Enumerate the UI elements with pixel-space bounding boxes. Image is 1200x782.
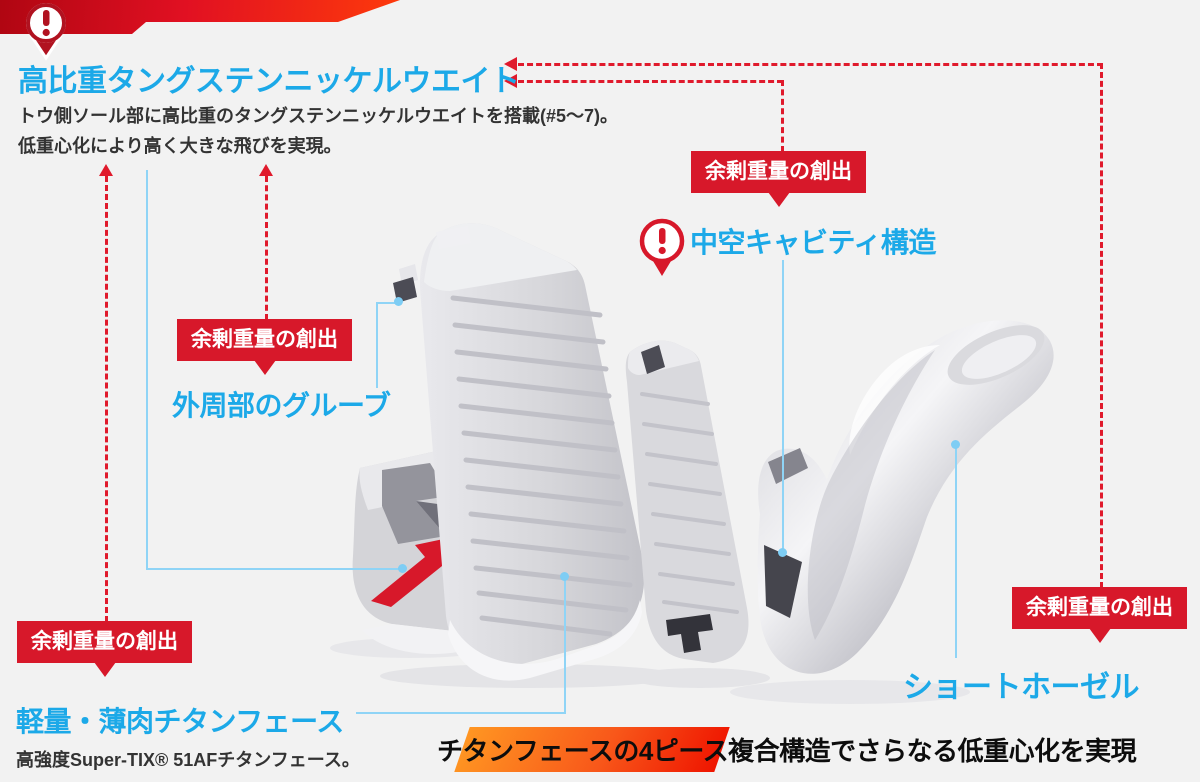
callout-dot-groove [394, 297, 403, 306]
callout-line-face-horizontal [356, 712, 566, 714]
face-desc: 高強度Super-TIX® 51AFチタンフェース。 [16, 750, 360, 770]
alert-pin-icon [26, 3, 66, 61]
cavity-title: 中空キャビティ構造 [690, 227, 936, 258]
inner-plate-piece [625, 340, 749, 663]
callout-line-weight-vertical [146, 170, 148, 570]
surplus-weight-badge-hosel: 余剰重量の創出 [1012, 587, 1187, 630]
face-grooves [450, 295, 633, 637]
groove-title: 外周部のグルーブ [172, 390, 391, 421]
callout-dot-face [560, 572, 569, 581]
ground-shadows [330, 638, 970, 704]
callout-line-hosel [955, 446, 957, 658]
callout-line-cavity [782, 260, 784, 552]
tungsten-desc-line2: 低重心化により高く大きな飛びを実現。 [18, 136, 342, 156]
callout-line-face-vertical [564, 577, 566, 714]
surplus-weight-badge-face: 余剰重量の創出 [17, 621, 192, 664]
surplus-weight-badge-groove: 余剰重量の創出 [177, 319, 352, 362]
arrow-up-icon [259, 164, 273, 176]
callout-line-weight-horizontal [146, 568, 404, 570]
surplus-weight-badge-cavity: 余剰重量の創出 [691, 151, 866, 194]
callout-line-groove-horizontal [376, 302, 400, 304]
dashed-connector-cavity-horizontal [518, 80, 783, 83]
alert-circle-icon [639, 218, 685, 276]
tungsten-desc-line1: トウ側ソール部に高比重のタングステンニッケルウエイトを搭載(#5〜7)。 [18, 106, 619, 126]
arrow-left-icon [504, 74, 517, 88]
arrow-up-icon [99, 164, 113, 176]
grooved-body-piece [393, 223, 645, 681]
arrow-left-icon [504, 57, 517, 71]
plate-grooves [640, 392, 739, 614]
callout-dot-cavity [778, 548, 787, 557]
tungsten-title: 高比重タングステンニッケルウエイト [18, 65, 520, 98]
banner-text: チタンフェースの4ピース複合構造でさらなる低重心化を実現 [437, 736, 1137, 766]
face-title: 軽量・薄肉チタンフェース [16, 706, 344, 737]
hosel-body-piece [757, 320, 1054, 674]
dashed-connector-hosel-horizontal [518, 63, 1103, 66]
hosel-title: ショートホーゼル [903, 671, 1140, 704]
dashed-connector-groove [265, 176, 268, 320]
dashed-connector-cavity-vertical [781, 80, 784, 152]
dashed-connector-hosel-vertical [1100, 63, 1103, 588]
callout-dot-weight [398, 564, 407, 573]
callout-line-groove-vertical [376, 302, 378, 388]
dashed-connector-face-weight [105, 176, 108, 622]
callout-dot-hosel [951, 440, 960, 449]
